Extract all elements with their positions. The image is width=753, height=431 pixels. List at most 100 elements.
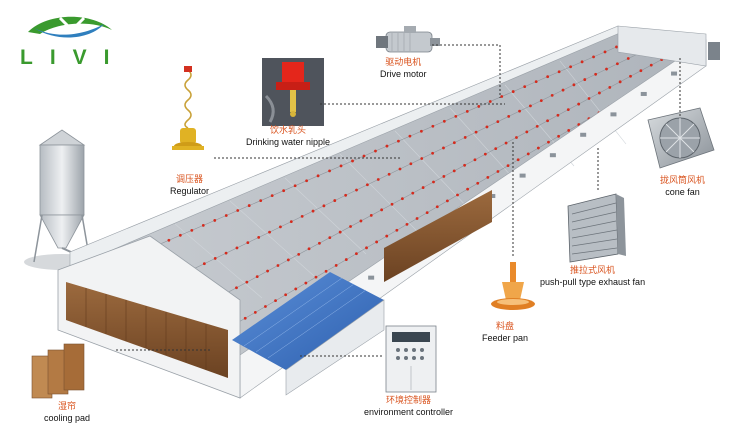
feed-line-dot [305, 179, 309, 183]
feed-line-dot [415, 217, 419, 220]
feed-line-dot [365, 246, 368, 250]
wall-window [549, 153, 556, 158]
feed-line-dot [572, 83, 576, 87]
feed-line-dot [431, 151, 435, 155]
nipple-image [262, 58, 324, 126]
feed-line-dot [465, 109, 469, 113]
feed-line-dot [409, 162, 413, 166]
feeder-pan-label-cn: 料盘 [496, 322, 515, 332]
feed-line-dot [349, 225, 352, 228]
feed-line-dot [523, 85, 527, 89]
feed-line-dot [362, 154, 366, 158]
feed-line-dot [324, 269, 328, 273]
regulator-label-cn: 调压器 [176, 175, 204, 185]
feed-line-dot [534, 80, 538, 84]
feed-line-dot [294, 287, 298, 291]
feed-line-dot [567, 129, 571, 132]
feed-line-dot [432, 180, 435, 184]
feed-line-dot [525, 130, 529, 134]
exhaust-fan-label-en: push-pull type exhaust fan [540, 277, 646, 287]
feed-line-dot [284, 293, 288, 297]
wall-window [610, 112, 617, 117]
feed-line-dot [300, 214, 304, 218]
feed-line-dot [494, 147, 498, 151]
feed-line-dot [314, 275, 318, 279]
feed-line-dot [374, 149, 377, 153]
cooling-pad-panel [66, 282, 228, 378]
exhaust-fan-image [567, 193, 626, 263]
cone-fan-label-cn: 拢风筒风机 [660, 176, 706, 186]
feed-line-dot [496, 170, 500, 173]
cooling-pad-ribs [85, 288, 207, 370]
nipple-label-cn: 饮水乳头 [270, 126, 307, 136]
wall-window [519, 173, 526, 178]
feed-line-dot [264, 305, 267, 308]
feed-line-dot [546, 75, 550, 79]
feed-line-dot [338, 230, 342, 234]
feed-line-dot [504, 141, 508, 145]
feed-line-dot [259, 199, 263, 203]
feed-line-dot [253, 310, 257, 314]
feed-line-dot [385, 144, 389, 148]
feed-line-dot [266, 269, 269, 273]
feed-line-dot [550, 93, 554, 97]
feed-line-dot [608, 85, 612, 89]
drive-motor-image [376, 26, 440, 53]
feed-line-dot [359, 219, 363, 223]
feed-line-dot [639, 69, 643, 73]
feed-line-dot [268, 230, 271, 234]
feed-line-dot [385, 234, 389, 238]
feed-lines [98, 40, 692, 332]
nipple-label: 饮水乳头 Drinking water nipple [246, 126, 330, 148]
feed-line-dot [282, 189, 286, 193]
feed-line-dot [333, 199, 337, 202]
feeder-pan-label: 料盘 Feeder pan [482, 322, 528, 344]
exhaust-fan-label: 推拉式风机 push-pull type exhaust fan [540, 266, 645, 288]
callout-leaders [116, 44, 681, 357]
feed-line-dot [539, 99, 543, 103]
feed-line-dot [411, 191, 415, 195]
feed-line-dot [274, 299, 277, 303]
feed-line-dot [202, 262, 206, 266]
feed-line-dot [421, 186, 425, 189]
feed-line-dot [425, 211, 429, 215]
feed-line-dot [395, 228, 399, 232]
feed-line-dot [445, 199, 449, 203]
feed-line-dot [546, 119, 549, 123]
feed-line-dot [420, 157, 424, 160]
feed-line-dot [247, 204, 251, 207]
cooling-pad-label-cn: 湿帘 [58, 402, 77, 412]
feed-line-dot [500, 95, 504, 98]
feed-line-dot [477, 105, 481, 108]
feed-line-dot [474, 130, 478, 134]
feed-line-dot [255, 275, 259, 279]
feed-line-dot [307, 247, 311, 251]
feed-line-dot [334, 264, 338, 267]
wall-window [640, 91, 647, 96]
feed-line-dot [442, 175, 446, 178]
feed-line-dot [276, 264, 280, 267]
feed-line-dot [463, 163, 467, 167]
feed-line-dot [466, 187, 470, 191]
feed-line-dot [615, 62, 619, 66]
feed-line-dot [507, 114, 511, 118]
feed-line-dot [257, 235, 261, 239]
pad-room-wall [285, 299, 385, 396]
wall-window [580, 132, 587, 137]
feed-line-dot [408, 134, 412, 138]
feed-line-dot [566, 108, 570, 112]
feed-line-dot [390, 202, 394, 206]
feed-line-dot [476, 181, 480, 185]
regulator-image [172, 66, 204, 150]
feed-line-dot [485, 125, 489, 129]
feed-line-dot [556, 113, 560, 117]
feed-line-dot [598, 91, 601, 95]
feed-line-dot [557, 134, 560, 138]
feed-line-dot [419, 129, 423, 133]
feed-line-dot [452, 169, 456, 173]
feed-line-dot [580, 60, 584, 64]
feed-line-dot [293, 184, 297, 188]
environment-controller-image [385, 325, 437, 393]
feed-line-dot [245, 280, 249, 284]
feed-line-dot [594, 72, 598, 76]
